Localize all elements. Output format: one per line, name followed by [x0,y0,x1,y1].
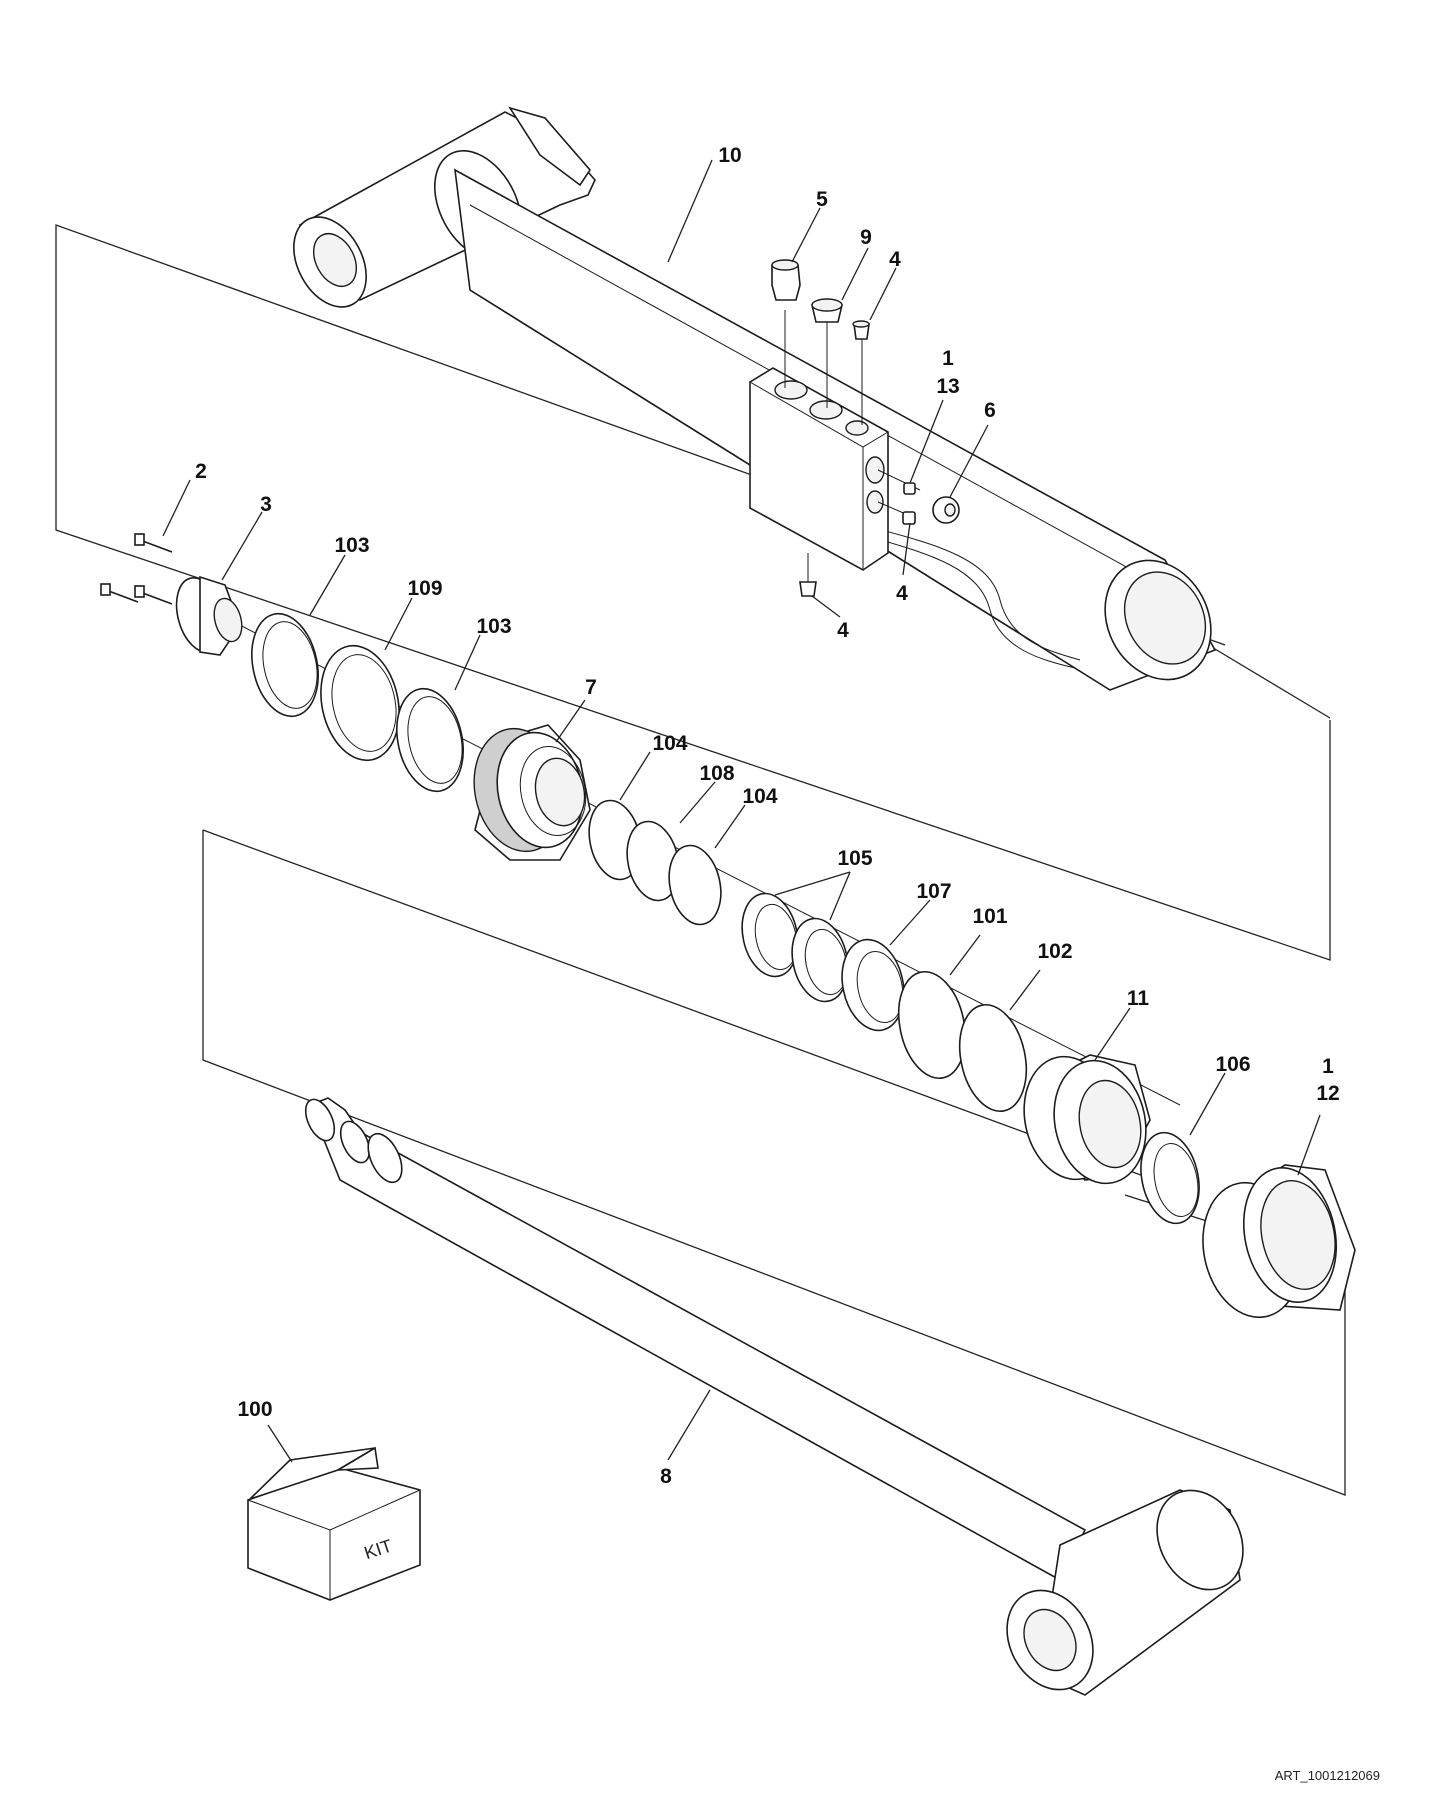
gland [473,724,591,861]
callout-9: 9 [860,226,872,249]
callout-10: 10 [718,144,741,167]
callout-12: 12 [1316,1082,1339,1105]
art-id: ART_1001212069 [1275,1768,1380,1783]
leader-lines [162,159,1321,1463]
piston-nut [1202,1164,1356,1319]
callout-103-second: 103 [476,615,511,638]
piston-seals [741,892,1028,1113]
callout-100: 100 [237,1398,272,1421]
callout-104-first: 104 [652,732,687,755]
callout-1-top: 1 [942,347,954,370]
valve-block [749,367,889,571]
callout-2: 2 [195,460,207,483]
callout-108: 108 [699,762,734,785]
callout-104-second: 104 [742,785,777,808]
piston [1023,1054,1151,1185]
callout-4-top: 4 [889,248,901,271]
small-rings [588,799,722,926]
callout-13: 13 [936,375,959,398]
callout-109: 109 [407,577,442,600]
callout-8: 8 [660,1465,672,1488]
kit-box: KIT [247,1446,421,1601]
callout-4-bottom: 4 [837,619,849,642]
cap-flange-and-bolts [100,533,243,656]
piston-rod [304,1097,1244,1696]
callout-101: 101 [972,905,1007,928]
fittings [771,259,960,597]
callout-labels: 10 5 9 4 1 13 6 4 4 2 3 103 109 103 7 10… [195,144,1340,1488]
callout-6: 6 [984,399,996,422]
callout-7: 7 [585,676,597,699]
upper-assembly-frame [55,224,1331,961]
callout-103-first: 103 [334,534,369,557]
callout-11: 11 [1127,987,1150,1010]
callout-4-right: 4 [896,582,908,605]
callout-102: 102 [1037,940,1072,963]
ring-106 [1140,1131,1200,1225]
callout-105: 105 [837,847,872,870]
seal-rings [251,612,464,793]
callout-107: 107 [916,880,951,903]
callout-106: 106 [1215,1053,1250,1076]
callout-5: 5 [816,188,828,211]
callout-1-bottom: 1 [1322,1055,1334,1078]
callout-3: 3 [260,493,272,516]
